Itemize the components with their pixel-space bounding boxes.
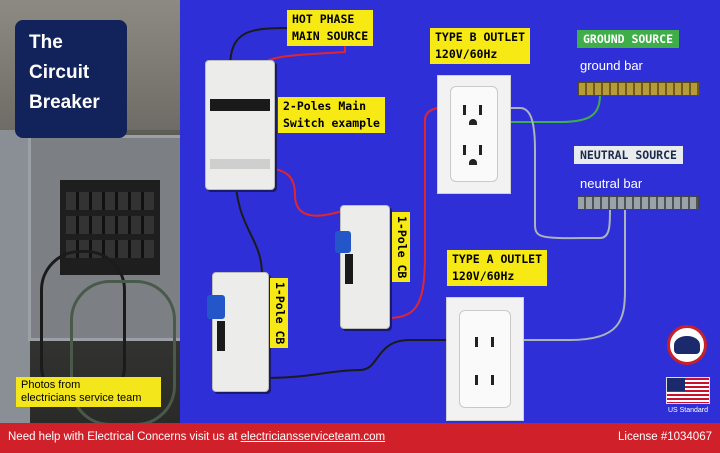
footer-bar: Need help with Electrical Concerns visit…: [0, 423, 720, 453]
hot-source-wire: [229, 27, 291, 69]
photo-credit-note: Photos from electricians service team: [16, 377, 161, 407]
neutral-source-label: NEUTRAL SOURCE: [574, 146, 683, 164]
main-switch-2-pole: [205, 60, 275, 190]
hot-phase-label: HOT PHASE MAIN SOURCE: [287, 10, 374, 46]
ground-bar-label: ground bar: [580, 58, 643, 73]
title-line: Circuit: [29, 62, 90, 83]
photo-note-line: Photos from: [21, 379, 81, 391]
type-a-outlet-label: TYPE A OUTLET 120V/60Hz: [447, 250, 548, 286]
footer-prefix: Need help with Electrical Concerns visit…: [8, 431, 241, 443]
one-pole-left-label: 1-Pole CB: [270, 278, 288, 349]
type-a-outlet: [446, 297, 524, 421]
company-seal-logo: [667, 325, 707, 365]
website-link[interactable]: electriciansserviceteam.com: [240, 431, 386, 443]
title-card: The Circuit Breaker: [15, 20, 127, 138]
photo-note-line: electricians service team: [21, 392, 142, 404]
neutral-bar-label: neutral bar: [580, 176, 643, 191]
main-switch-lever: [210, 99, 270, 111]
one-pole-breaker-left: [207, 272, 269, 392]
breaker-lever: [207, 295, 225, 319]
main-switch-label: 2-Poles Main Switch example: [278, 97, 385, 133]
neutral-wire-type-b: [488, 107, 611, 240]
us-flag-icon: [666, 377, 710, 404]
type-b-outlet: [437, 75, 511, 194]
ground-wire: [482, 94, 601, 123]
license-number: License #1034067: [618, 431, 712, 443]
ground-bar: [578, 82, 700, 96]
hot-wire-to-right-cb: [261, 167, 346, 217]
one-pole-breaker-right: [335, 205, 390, 329]
breaker-lever: [335, 231, 351, 253]
neutral-wire-type-a: [492, 210, 626, 341]
type-b-outlet-label: TYPE B OUTLET 120V/60Hz: [430, 28, 531, 64]
us-standard-label: US Standard: [667, 407, 709, 414]
neutral-bar: [577, 196, 699, 210]
hot-wire-to-type-a: [267, 339, 478, 379]
title-line: The: [29, 32, 63, 53]
one-pole-right-label: 1-Pole CB: [392, 212, 410, 283]
title-line: Breaker: [29, 92, 100, 113]
ground-source-label: GROUND SOURCE: [577, 30, 680, 48]
